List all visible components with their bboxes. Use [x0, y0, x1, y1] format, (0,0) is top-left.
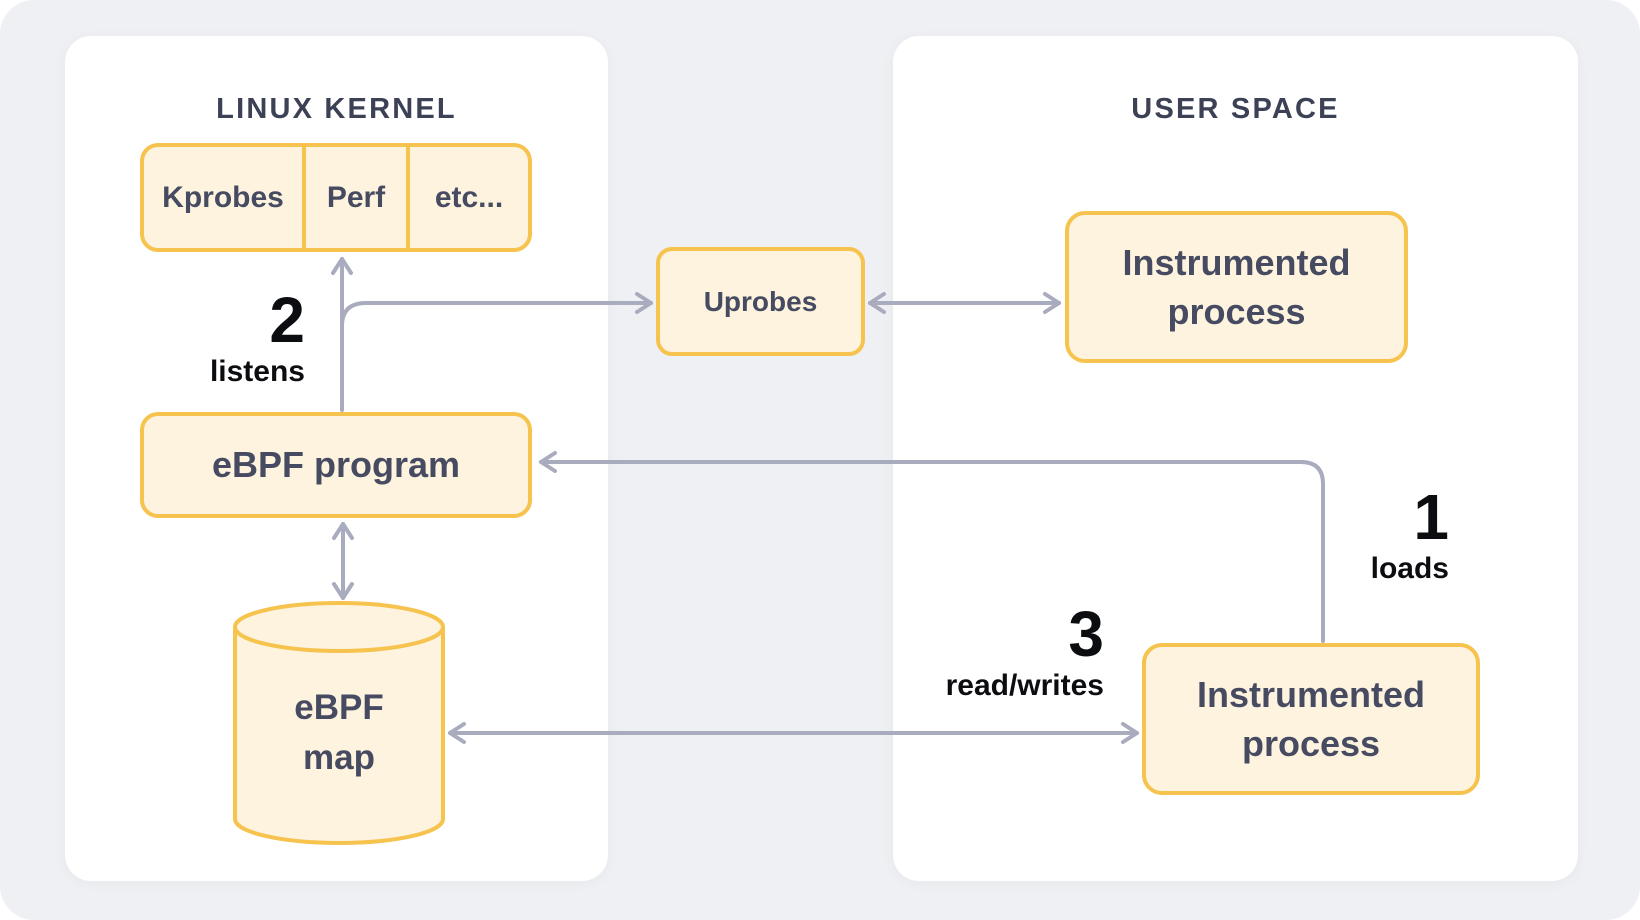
probe-cell-perf: Perf — [302, 147, 410, 248]
arrow-program-to-uprobes — [340, 292, 653, 328]
uprobes-node: Uprobes — [656, 247, 865, 356]
ebpf-map-label: eBPF map — [294, 688, 384, 777]
step-2-listens: 2 listens — [105, 288, 305, 390]
instrumented-process-bottom-node: Instrumented process — [1142, 643, 1480, 795]
step-3-read-writes: 3 read/writes — [904, 602, 1104, 704]
kernel-probes-row: Kprobes Perf etc... — [140, 143, 532, 252]
step-2-caption: listens — [209, 355, 305, 388]
probe-cell-etc: etc... — [434, 180, 504, 214]
ebpf-program-node: eBPF program — [140, 412, 532, 518]
user-space-title: USER SPACE — [1131, 93, 1340, 125]
ebpf-map-cylinder-top-edge — [233, 626, 445, 653]
step-1-caption: loads — [1370, 552, 1449, 585]
step-2-number: 2 — [269, 284, 305, 356]
step-1-loads: 1 loads — [1249, 485, 1449, 587]
linux-kernel-title: LINUX KERNEL — [216, 93, 457, 125]
instrumented-process-top-node: Instrumented process — [1065, 211, 1408, 363]
arrow-process-loads-program — [539, 451, 1325, 643]
step-3-number: 3 — [1068, 598, 1104, 670]
step-3-caption: read/writes — [945, 669, 1104, 702]
step-1-number: 1 — [1413, 481, 1449, 553]
ebpf-map-cylinder — [233, 601, 445, 845]
probe-cell-kprobes: Kprobes — [162, 180, 284, 214]
